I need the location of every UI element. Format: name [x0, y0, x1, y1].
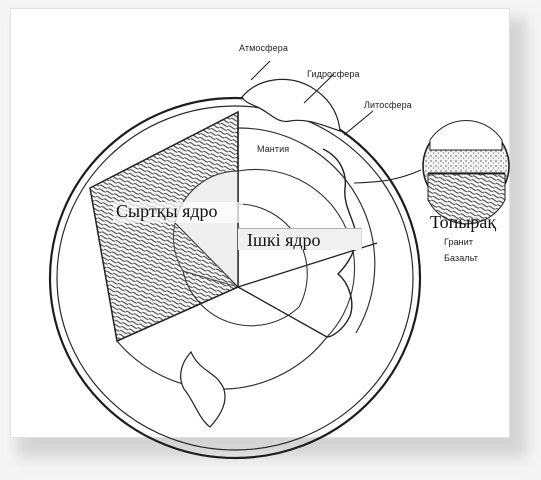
atmosphere-label: Атмосфера — [239, 44, 288, 53]
mantle-inner-arc — [238, 169, 355, 338]
continent-bottom — [181, 352, 225, 427]
lithosphere-label: Литосфера — [364, 101, 412, 110]
mantle-label: Мантия — [257, 145, 289, 154]
inner-core-label: Ішкі ядро — [247, 231, 321, 249]
continent-top — [242, 79, 340, 131]
hydrosphere-label: Гидросфера — [307, 70, 360, 79]
cut-line-bottom — [238, 287, 327, 337]
basalt-label: Базальт — [444, 254, 478, 263]
soil-top-layer — [430, 121, 502, 150]
lower-left-arc — [117, 337, 327, 389]
lithosphere-leader — [344, 111, 373, 135]
soil-label: Топырақ — [430, 213, 496, 231]
atmosphere-leader — [251, 61, 270, 80]
granite-label: Гранит — [444, 238, 473, 247]
mantle-mid-arc — [238, 204, 307, 307]
outer-core-label: Сыртқы ядро — [116, 202, 218, 220]
